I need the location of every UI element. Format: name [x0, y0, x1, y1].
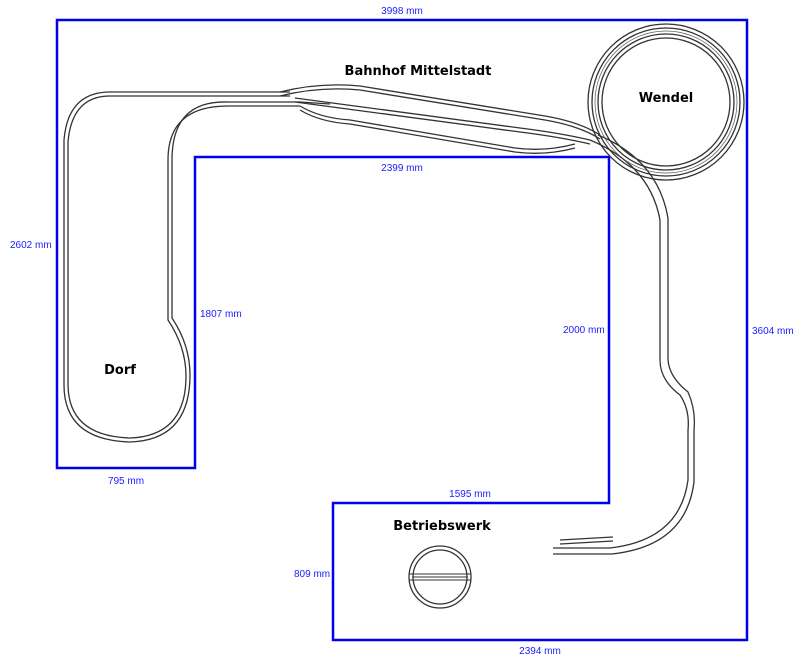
- dim-bottom-left-short: 809 mm: [294, 569, 330, 580]
- track-right-descent: [553, 134, 696, 555]
- label-station: Bahnhof Mittelstadt: [345, 64, 492, 79]
- label-helix: Wendel: [639, 91, 694, 106]
- dim-inner-right: 2000 mm: [563, 325, 605, 336]
- dim-right-height: 3604 mm: [752, 326, 794, 337]
- dim-mid-bottom: 1595 mm: [449, 489, 491, 500]
- turntable: [408, 545, 472, 609]
- helix-circle: [587, 23, 745, 181]
- dim-inner-left: 1807 mm: [200, 309, 242, 320]
- label-depot: Betriebswerk: [393, 519, 491, 534]
- dim-bottom-left: 795 mm: [108, 476, 144, 487]
- track-dorf-loop: [63, 91, 300, 443]
- track-station: [279, 84, 601, 154]
- dim-top-width: 3998 mm: [381, 6, 423, 17]
- dim-left-height: 2602 mm: [10, 240, 52, 251]
- dim-bottom-width: 2394 mm: [519, 646, 561, 657]
- dim-inner-top: 2399 mm: [381, 163, 423, 174]
- label-village: Dorf: [104, 363, 136, 378]
- room-outline: [55, 18, 749, 642]
